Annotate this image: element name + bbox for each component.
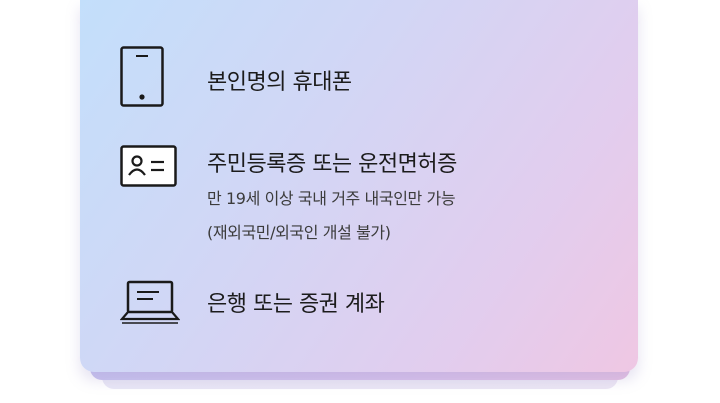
requirement-id-note-1: 만 19세 이상 국내 거주 내국인만 가능 <box>207 189 456 208</box>
laptop-icon <box>119 280 181 330</box>
requirements-card: 본인명의 휴대폰 주민등록증 또는 운전면허증 만 19세 이상 국내 거주 내… <box>80 0 638 372</box>
requirement-id-label: 주민등록증 또는 운전면허증 <box>207 152 457 177</box>
requirement-phone-label: 본인명의 휴대폰 <box>207 70 352 95</box>
id-card-icon <box>120 145 178 193</box>
phone-icon <box>120 46 166 112</box>
requirement-account-label: 은행 또는 증권 계좌 <box>207 292 385 317</box>
requirement-id-note-2: (재외국민/외국인 개설 불가) <box>207 223 391 242</box>
